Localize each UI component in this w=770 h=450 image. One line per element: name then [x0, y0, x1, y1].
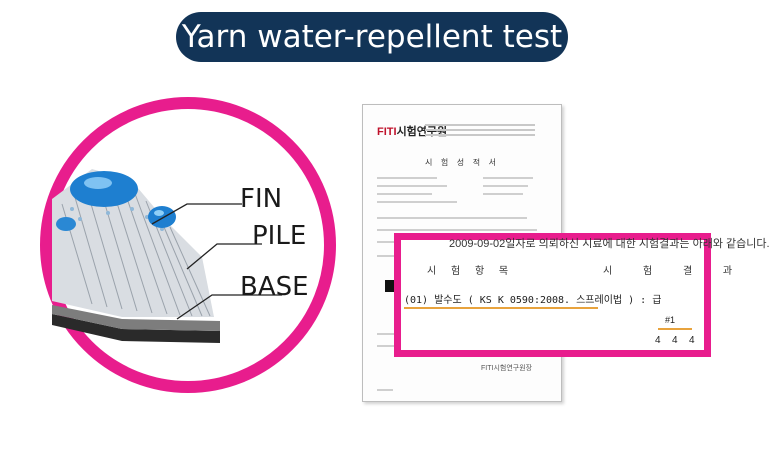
- result-value: 4: [655, 335, 661, 346]
- fin-label: FIN: [240, 184, 283, 214]
- pile-label: PILE: [252, 221, 307, 251]
- page-title: Yarn water-repellent test: [176, 12, 568, 62]
- result-intro-text: 2009-09-02일자로 의뢰하신 시료에 대한 시험결과는 아래와 같습니다…: [449, 238, 770, 250]
- replicate-underline: [658, 328, 692, 330]
- document-mark: [385, 280, 394, 292]
- fabric-layers-drawing: [52, 169, 282, 343]
- test-result-header: 시 험 결 과: [603, 266, 747, 277]
- item-underline: [404, 307, 598, 309]
- result-value: 4: [672, 335, 678, 346]
- test-item-row: (01) 발수도 ( KS K 0590:2008. 스프레이법 ) : 급: [404, 295, 662, 306]
- result-zoom-box: 2009-09-02일자로 의뢰하신 시료에 대한 시험결과는 아래와 같습니다…: [394, 233, 770, 357]
- fabric-illustration: FIN PILE BASE: [40, 97, 336, 393]
- header-lines: [425, 124, 535, 139]
- base-label: BASE: [240, 272, 309, 302]
- result-value: 4: [689, 335, 695, 346]
- test-item-header: 시 험 항 목: [427, 266, 515, 277]
- document-title: 시 험 성 적 서: [425, 158, 499, 167]
- replicate-label: #1: [665, 315, 676, 325]
- document-footer: FITI시험연구원장: [481, 365, 533, 372]
